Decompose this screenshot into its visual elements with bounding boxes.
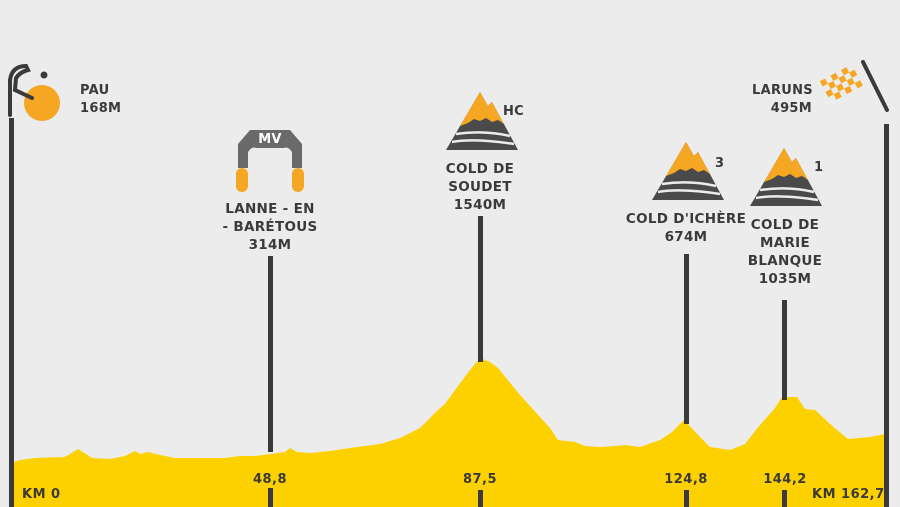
climb-1-pole-bottom xyxy=(782,490,787,507)
sprint-pole-bottom xyxy=(268,488,273,507)
sprint-arch-icon xyxy=(236,130,304,192)
climb-3-label: COLD D'ICHÈRE 674M xyxy=(625,211,747,245)
climb-3-pole-bottom xyxy=(684,490,689,507)
finish-label: LARUNS 495M xyxy=(752,82,813,118)
start-pole xyxy=(9,118,14,507)
climb-1-label: COLD DE MARIE BLANQUE 1035M xyxy=(747,217,823,287)
sprint-altitude: 314M xyxy=(248,237,292,253)
mountain-icon-hc xyxy=(446,92,518,150)
start-name: PAU xyxy=(80,83,110,98)
climb-1-altitude: 1035M xyxy=(758,271,812,287)
mountain-icon-cat1 xyxy=(750,148,822,206)
climb-hc-category: HC xyxy=(503,104,525,119)
sprint-badge: MV xyxy=(258,132,282,147)
sprint-pole xyxy=(268,256,273,452)
checkered-flag-icon xyxy=(819,60,889,112)
climb-hc-pole-bottom xyxy=(478,490,483,507)
climb-hc-altitude: 1540M xyxy=(453,197,507,213)
finish-name: LARUNS xyxy=(752,83,813,98)
climb-hc-label: COLD DE SOUDET 1540M xyxy=(445,161,515,213)
sprint-label: LANNE - EN - BARÉTOUS 314M xyxy=(222,201,318,253)
start-rider-icon xyxy=(8,63,60,121)
climb-1-pole xyxy=(782,300,787,400)
start-label: PAU 168M xyxy=(80,82,121,118)
climb-3-pole xyxy=(684,254,689,424)
finish-altitude: 495M xyxy=(770,101,812,116)
climb-3-altitude: 674M xyxy=(664,229,708,245)
climb-1-category: 1 xyxy=(814,160,824,175)
start-km: KM 0 xyxy=(22,487,61,502)
mountain-icon-cat3 xyxy=(652,142,724,200)
climb-1-km: 144,2 xyxy=(763,472,807,487)
finish-pole xyxy=(884,124,889,507)
start-altitude: 168M xyxy=(80,101,122,116)
climb-3-category: 3 xyxy=(715,156,725,171)
finish-km: KM 162,7 xyxy=(812,487,885,502)
profile-area xyxy=(14,358,885,507)
climb-hc-pole xyxy=(478,216,483,362)
climb-3-km: 124,8 xyxy=(664,472,708,487)
sprint-km: 48,8 xyxy=(252,472,288,487)
climb-hc-km: 87,5 xyxy=(462,472,498,487)
